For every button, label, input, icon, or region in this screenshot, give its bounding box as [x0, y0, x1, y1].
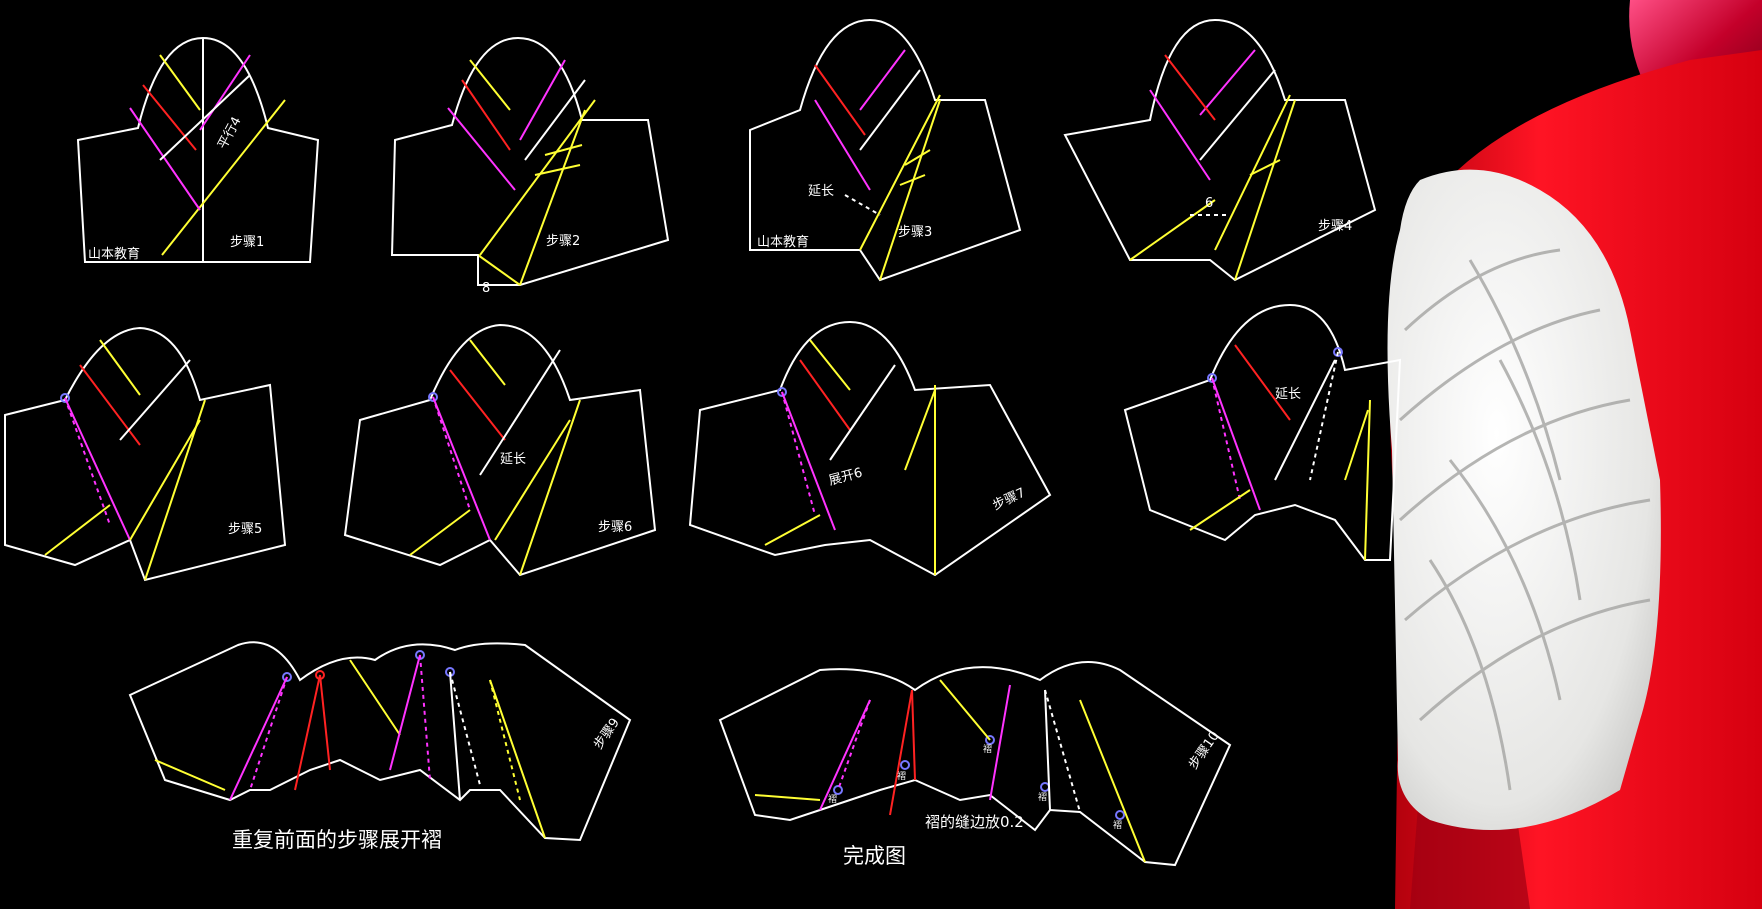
step7-label: 步骤7: [990, 486, 1027, 514]
step9-panel: [128, 641, 632, 842]
step6-label: 步骤6: [598, 520, 632, 535]
step10-label: 步骤10: [1186, 729, 1223, 772]
expand-label: 展开6: [827, 466, 864, 489]
step5-label: 步骤5: [228, 522, 262, 537]
step7-panel: [688, 320, 1052, 577]
step6-panel: [343, 323, 657, 577]
done-caption: 完成图: [843, 844, 906, 868]
garment-render: [1387, 0, 1762, 909]
step1-panel: [76, 36, 320, 263]
repeat-caption: 重复前面的步骤展开褶: [232, 828, 442, 852]
ext-label-step6: 延长: [500, 452, 526, 467]
pleat-mark-5: 褶: [1113, 820, 1122, 831]
seam-note: 褶的缝边放0.2: [925, 813, 1024, 831]
step10-panel: [718, 661, 1232, 867]
step3-panel: [749, 18, 1022, 282]
num6-label: 6: [1205, 196, 1213, 211]
step1-label: 步骤1: [230, 235, 264, 250]
pleat-mark-3: 褶: [983, 744, 992, 755]
brand-label-2: 山本教育: [757, 234, 809, 250]
step8-panel: [1123, 303, 1402, 561]
white-sleeve: [1387, 169, 1661, 831]
step5-panel: [4, 326, 287, 582]
pleat-mark-2: 褶: [897, 771, 906, 782]
pleat-mark-1: 褶: [828, 794, 837, 805]
ext-label-step8: 延长: [1275, 387, 1301, 402]
step3-label: 步骤3: [898, 225, 932, 240]
step2-label: 步骤2: [546, 234, 580, 249]
step2-panel: [390, 36, 670, 286]
brand-label-1: 山本教育: [88, 246, 140, 262]
ext-label-step3: 延长: [808, 184, 834, 199]
pleat-mark-4: 褶: [1038, 792, 1047, 803]
sleeve-pleats: [1398, 248, 1651, 791]
step4-label: 步骤4: [1318, 219, 1352, 234]
step4-panel: [1063, 18, 1377, 282]
num8-label: 8: [482, 281, 490, 296]
parallel-label: 平行4: [215, 115, 244, 152]
